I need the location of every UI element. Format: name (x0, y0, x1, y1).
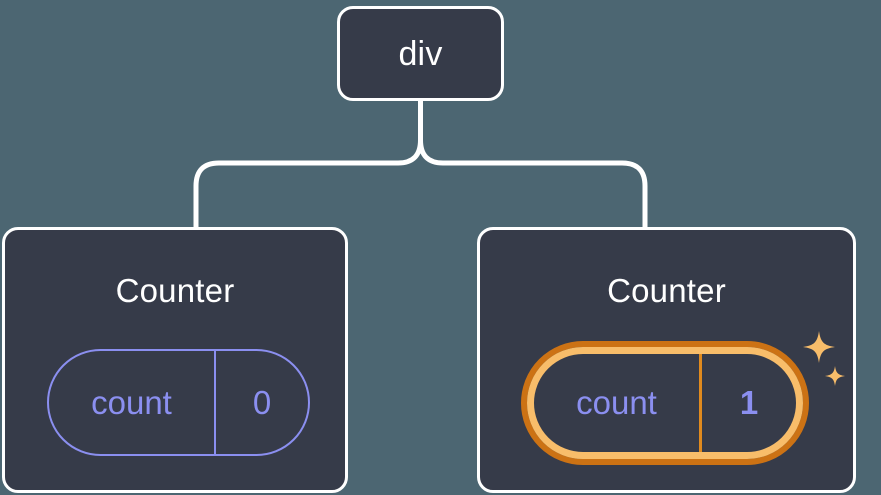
node-counter-left-title: Counter (115, 272, 235, 309)
connector-to-left-counter (193, 97, 423, 230)
state-key-right: count (534, 354, 702, 452)
node-div-label: div (398, 34, 443, 73)
node-counter-right-title: Counter (607, 272, 726, 309)
node-counter-left[interactable]: Counter count 0 (2, 227, 348, 493)
sparkle-small-icon (825, 366, 845, 386)
state-badge-right[interactable]: count 1 (521, 341, 809, 465)
state-value-right: 1 (739, 384, 759, 421)
node-div[interactable]: div (337, 6, 504, 101)
state-value-left: 0 (252, 383, 272, 421)
state-key-left: count (49, 351, 216, 454)
highlight-ring-inner: count 1 (527, 347, 803, 459)
state-badge-left[interactable]: count 0 (47, 349, 310, 456)
connector-to-right-counter (418, 97, 648, 230)
node-counter-right[interactable]: Counter count 1 (477, 227, 856, 493)
highlight-ring-outer: count 1 (521, 341, 809, 465)
